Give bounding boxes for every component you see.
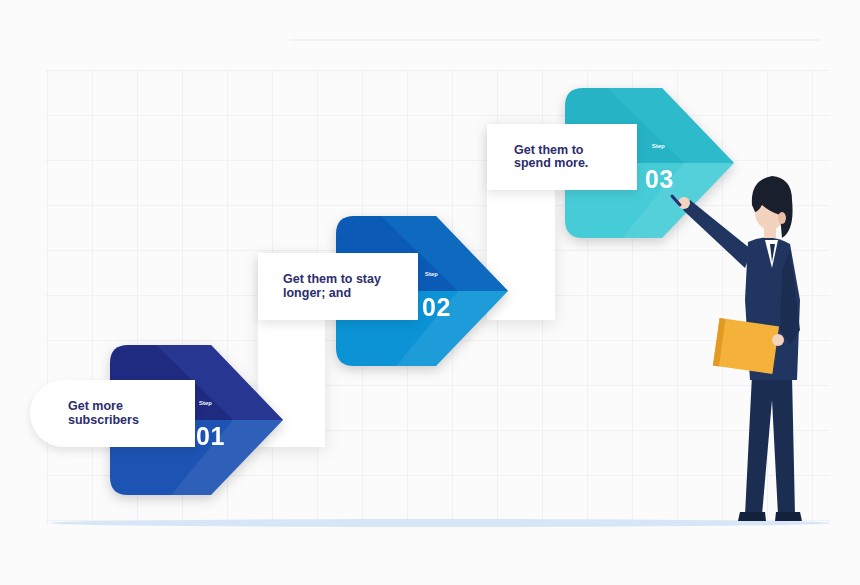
step-label-box: Get them to spend more. [487, 124, 637, 190]
step-word: Step [425, 271, 438, 277]
step-number: 03 [645, 165, 674, 194]
ground [50, 519, 830, 527]
step-text: Get them to spend more. [514, 144, 610, 171]
step-number: 02 [422, 293, 451, 322]
step-number: 01 [196, 422, 225, 451]
step-text: Get them to stay longer; and [283, 273, 395, 300]
step-text: Get more subscribers [68, 400, 158, 427]
folder [713, 318, 779, 374]
step-label-box: Get them to stay longer; and [258, 253, 418, 320]
grid [45, 70, 830, 525]
step-word: Step [199, 400, 212, 406]
grid-line [290, 40, 820, 41]
step-word: Step [652, 143, 665, 149]
step-label-box: Get more subscribers [30, 380, 195, 447]
businessman [672, 176, 802, 521]
